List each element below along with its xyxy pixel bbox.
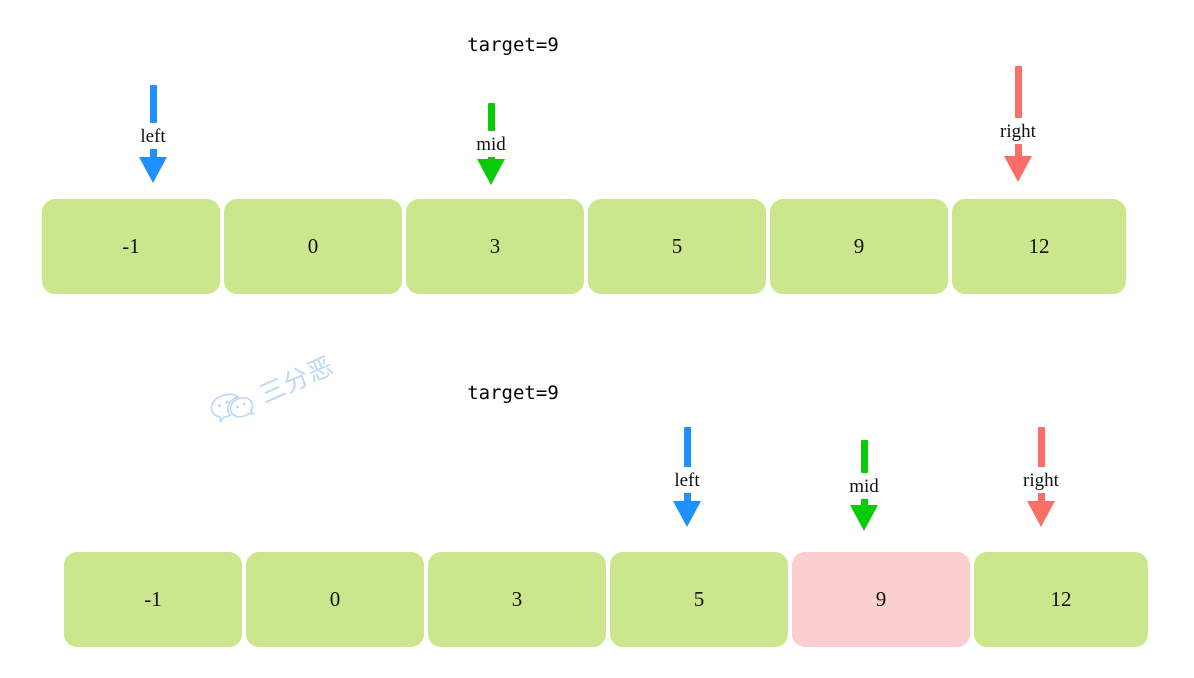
array-cell-value: -1 bbox=[122, 234, 140, 258]
array-cell-value: 9 bbox=[853, 234, 865, 258]
array-cell-value: 0 bbox=[307, 234, 319, 258]
watermark: 三分恶 bbox=[205, 346, 339, 432]
pointer-mid-step-1: mid bbox=[446, 103, 536, 185]
pointer-arrowhead bbox=[476, 157, 506, 185]
pointer-arrowhead bbox=[1026, 493, 1056, 527]
step-1-title: target=9 bbox=[467, 34, 559, 56]
watermark-text: 三分恶 bbox=[255, 350, 339, 410]
array-cell: 3 bbox=[428, 552, 606, 647]
step-2-title: target=9 bbox=[467, 382, 559, 404]
pointer-stem bbox=[683, 427, 691, 467]
pointer-right-step-2: right bbox=[996, 427, 1086, 527]
array-row-step-1: -1 0 3 5 9 12 bbox=[42, 199, 1126, 294]
pointer-label: mid bbox=[476, 134, 506, 155]
pointer-label: right bbox=[1000, 121, 1036, 142]
array-cell: 0 bbox=[246, 552, 424, 647]
pointer-label: left bbox=[140, 126, 166, 147]
pointer-stem bbox=[487, 103, 495, 131]
array-cell: 5 bbox=[610, 552, 788, 647]
wechat-icon bbox=[210, 393, 256, 424]
pointer-left-step-2: left bbox=[642, 427, 732, 527]
array-cell-value: 12 bbox=[1028, 234, 1050, 258]
array-cell: -1 bbox=[42, 199, 220, 294]
array-row-step-2: -1 0 3 5 9 12 bbox=[64, 552, 1148, 647]
pointer-arrowhead bbox=[1003, 144, 1033, 182]
pointer-label: mid bbox=[849, 476, 879, 497]
pointer-label: left bbox=[674, 470, 700, 491]
pointer-stem bbox=[1014, 66, 1022, 118]
pointer-arrowhead bbox=[138, 149, 168, 183]
pointer-mid-step-2: mid bbox=[819, 440, 909, 531]
pointer-stem bbox=[860, 440, 868, 473]
array-cell-highlighted: 9 bbox=[792, 552, 970, 647]
pointer-arrowhead bbox=[849, 499, 879, 531]
pointer-stem bbox=[149, 85, 157, 123]
pointer-right-step-1: right bbox=[973, 66, 1063, 182]
pointer-stem bbox=[1037, 427, 1045, 467]
pointer-label: right bbox=[1023, 470, 1059, 491]
array-cell: 12 bbox=[974, 552, 1148, 647]
array-cell: 12 bbox=[952, 199, 1126, 294]
array-cell: 3 bbox=[406, 199, 584, 294]
array-cell-value: 12 bbox=[1050, 587, 1072, 611]
array-cell: -1 bbox=[64, 552, 242, 647]
array-cell-value: -1 bbox=[144, 587, 162, 611]
array-cell: 5 bbox=[588, 199, 766, 294]
array-cell-value: 0 bbox=[329, 587, 341, 611]
array-cell-value: 5 bbox=[671, 234, 683, 258]
array-cell-value: 9 bbox=[875, 587, 887, 611]
array-cell: 9 bbox=[770, 199, 948, 294]
array-cell-value: 3 bbox=[511, 587, 523, 611]
pointer-left-step-1: left bbox=[108, 85, 198, 183]
pointer-arrowhead bbox=[672, 493, 702, 527]
array-cell: 0 bbox=[224, 199, 402, 294]
array-cell-value: 5 bbox=[693, 587, 705, 611]
array-cell-value: 3 bbox=[489, 234, 501, 258]
